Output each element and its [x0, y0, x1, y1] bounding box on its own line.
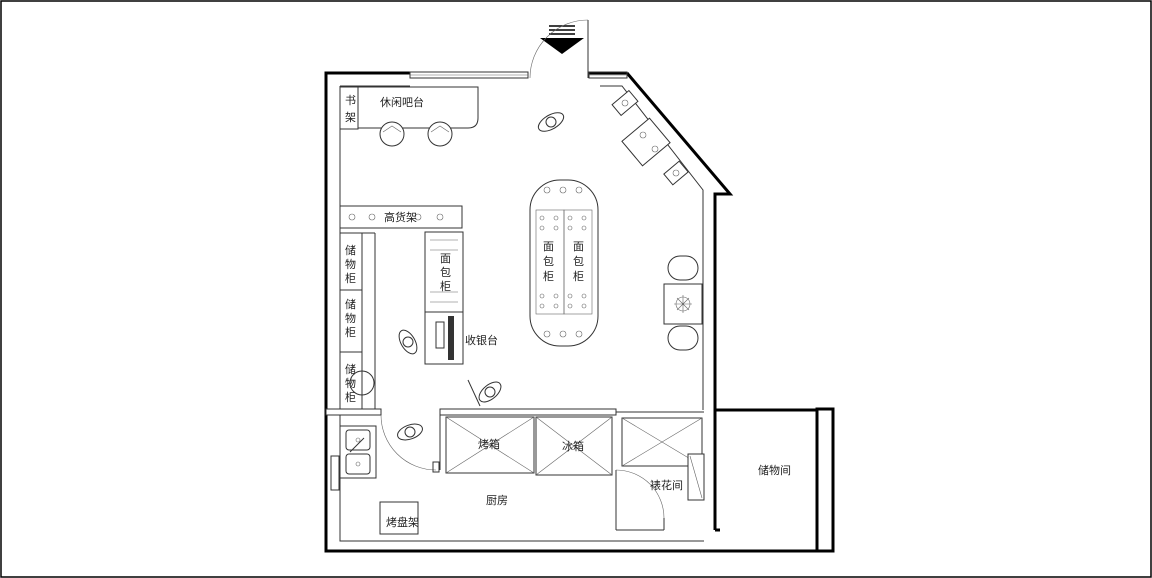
- bookshelf: 书 架: [339, 86, 359, 130]
- storage-1-label-3: 柜: [345, 272, 356, 285]
- sink-icon: [339, 425, 377, 479]
- stool-icon: [379, 121, 453, 147]
- storage-2-label-2: 物: [345, 311, 356, 325]
- high-shelf: 高货架: [339, 205, 463, 229]
- storage-3-label-1: 储: [345, 362, 356, 376]
- person-icon: [467, 379, 502, 407]
- leisure-bar: 休闲吧台: [357, 86, 479, 129]
- leisure-bar-label: 休闲吧台: [380, 95, 424, 109]
- storage-3-label-3: 柜: [345, 391, 356, 404]
- fridge: 冰箱: [535, 416, 613, 476]
- building-walls: [324, 71, 835, 553]
- oven-label: 烤箱: [478, 437, 500, 451]
- fridge-label: 冰箱: [562, 439, 584, 453]
- storage-2-label-3: 柜: [345, 326, 356, 339]
- center-bread-a-label-2: 包: [543, 255, 554, 268]
- center-bread-a-label-1: 面: [543, 240, 554, 253]
- center-bread-b-label-3: 柜: [573, 270, 584, 283]
- computer-icon: [435, 316, 454, 360]
- center-bread-b-label-1: 面: [573, 240, 584, 253]
- tray-rack: 烤盘架: [379, 501, 419, 535]
- entrance-door: [529, 19, 589, 79]
- decoration-room-label: 裱花间: [650, 479, 683, 492]
- front-window: [409, 71, 628, 79]
- left-bread-label-2: 包: [440, 266, 451, 279]
- oven: 烤箱: [445, 416, 535, 474]
- left-bread-cabinet: 面 包 柜: [424, 231, 464, 313]
- left-bread-label-3: 柜: [440, 280, 451, 293]
- plant-icon: [674, 295, 692, 313]
- bookshelf-label-1: 书: [345, 94, 356, 107]
- cashier-label: 收银台: [465, 333, 498, 347]
- cashier-counter: 收银台: [424, 311, 498, 365]
- storage-room-label: 储物间: [758, 463, 791, 477]
- storage-2-label-1: 储: [345, 297, 356, 311]
- center-bread-b-label-2: 包: [573, 255, 584, 268]
- tray-rack-label: 烤盘架: [386, 515, 419, 529]
- storage-1-label-1: 储: [345, 243, 356, 257]
- kitchen-window: [330, 455, 340, 491]
- person-icon: [397, 423, 423, 441]
- angled-display-shelf: [611, 89, 689, 186]
- person-icon: [537, 112, 565, 132]
- bookshelf-label-2: 架: [345, 111, 356, 124]
- decoration-counter: 裱花间: [615, 417, 705, 531]
- entrance-arrow-icon: [540, 25, 584, 54]
- center-bread-a-label-3: 柜: [543, 270, 554, 283]
- center-bread-island: 面 包 柜 面 包 柜: [529, 179, 599, 347]
- person-icon: [398, 329, 418, 355]
- storage-cabinets: 储 物 柜 储 物 柜 储 物 柜: [339, 232, 376, 410]
- storage-1-label-2: 物: [345, 257, 356, 271]
- kitchen-partition: [325, 408, 704, 473]
- kitchen-label: 厨房: [486, 494, 508, 507]
- high-shelf-label: 高货架: [384, 210, 417, 224]
- left-bread-label-1: 面: [440, 252, 451, 265]
- side-table: [663, 255, 703, 351]
